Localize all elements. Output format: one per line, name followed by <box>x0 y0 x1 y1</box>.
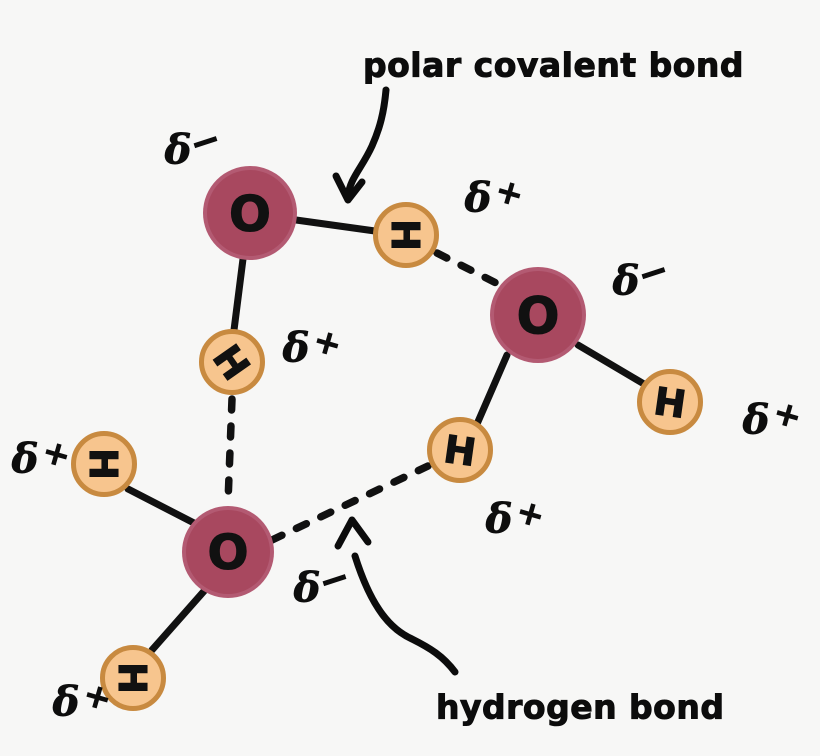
hydrogen-body <box>199 329 265 395</box>
delta-symbol: δ <box>52 679 80 726</box>
oxygen-symbol: O <box>229 185 271 243</box>
hydrogen-atom[interactable]: H <box>199 329 265 395</box>
delta-symbol: δ <box>293 565 321 612</box>
delta-symbol: δ <box>612 258 640 305</box>
covalent-bond-group <box>124 216 648 654</box>
oxygen-symbol: O <box>517 287 560 346</box>
partial-negative-charge-label: δ− <box>163 116 226 174</box>
oxygen-atom[interactable]: O <box>203 166 297 260</box>
hydrogen-body <box>100 645 166 711</box>
oxygen-body <box>494 271 582 359</box>
atom-group: O H H O H H O H H <box>71 166 703 711</box>
hydrogen-bond-label: hydrogen bond <box>436 688 724 727</box>
hydrogen-symbol: H <box>383 219 427 251</box>
oxygen-symbol: O <box>207 525 248 581</box>
covalent-bond <box>574 341 648 388</box>
hydrogen-symbol: H <box>651 379 689 427</box>
oxygen-body <box>207 170 293 256</box>
arrow-shaft <box>351 552 459 676</box>
oxygen-atom[interactable]: O <box>182 506 274 598</box>
delta-symbol: δ <box>742 397 770 444</box>
hydrogen-body <box>427 417 493 483</box>
hydrogen-atom[interactable]: H <box>373 202 439 268</box>
arrow-head-icon <box>332 172 366 204</box>
covalent-bond <box>230 255 247 334</box>
arrow-hydrogen-bond <box>334 516 459 676</box>
hydrogen-bond <box>268 462 432 544</box>
covalent-bond <box>148 586 209 654</box>
delta-symbol: δ <box>282 325 310 372</box>
covalent-bond <box>292 216 379 235</box>
covalent-bond <box>473 351 511 428</box>
delta-symbol: δ <box>164 127 192 174</box>
hydrogen-bond-group <box>224 249 504 544</box>
hydrogen-body <box>373 202 439 268</box>
polar-covalent-bond-label: polar covalent bond <box>363 46 744 85</box>
hydrogen-symbol: H <box>441 427 479 475</box>
hydrogen-atom[interactable]: H <box>71 431 137 497</box>
arrow-shaft <box>344 86 390 200</box>
oxygen-atom[interactable]: O <box>490 267 586 363</box>
covalent-bond <box>124 485 198 527</box>
hydrogen-symbol: H <box>110 662 154 694</box>
arrow-head-icon <box>334 516 372 550</box>
hydrogen-atom[interactable]: H <box>427 417 493 483</box>
hydrogen-atom[interactable]: H <box>100 645 166 711</box>
pointer-arrow-group <box>332 86 459 676</box>
oxygen-body <box>186 510 270 594</box>
hydrogen-symbol: H <box>81 448 125 480</box>
hydrogen-atom[interactable]: H <box>637 369 703 435</box>
delta-symbol: δ <box>485 496 513 543</box>
hydrogen-bond <box>433 249 504 289</box>
hydrogen-body <box>71 431 137 497</box>
hydrogen-bond <box>224 395 236 506</box>
delta-symbol: δ <box>11 436 39 483</box>
hydrogen-body <box>637 369 703 435</box>
arrow-polar-covalent <box>332 86 390 204</box>
delta-symbol: δ <box>464 175 492 222</box>
